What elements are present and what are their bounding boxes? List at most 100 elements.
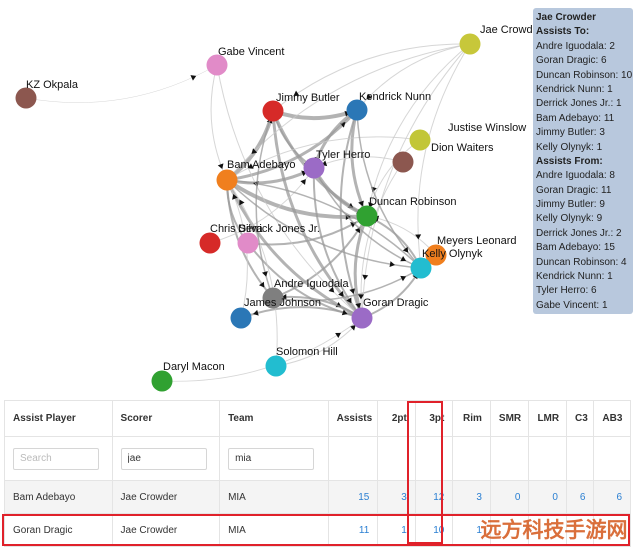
- cell-assist-player: Bam Adebayo: [4, 480, 113, 514]
- player-node-jae[interactable]: [459, 33, 481, 55]
- tooltip-item: Duncan Robinson: 10: [536, 69, 633, 81]
- tooltip-heading: Assists To:: [536, 26, 590, 38]
- edge-arrowhead: [400, 275, 407, 282]
- tooltip-item: Kendrick Nunn: 1: [536, 271, 613, 283]
- player-node-duncan[interactable]: [356, 205, 378, 227]
- col-header-assists[interactable]: Assists: [327, 400, 379, 437]
- cell-smr[interactable]: 0: [489, 480, 530, 514]
- edge-arrowhead: [335, 332, 341, 339]
- col-header-3pt[interactable]: 3pt: [414, 400, 454, 437]
- cell-lmr[interactable]: 0: [528, 480, 567, 514]
- filter-cell-empty: [414, 436, 454, 481]
- player-node-label: Daryl Macon: [163, 361, 225, 373]
- player-node-kendrick[interactable]: [346, 99, 368, 121]
- player-node-kelly[interactable]: [410, 257, 432, 279]
- player-node-goran[interactable]: [351, 307, 373, 329]
- tooltip-item: Goran Dragic: 6: [536, 55, 607, 67]
- player-node-solomon[interactable]: [265, 355, 287, 377]
- player-node-meyers[interactable]: [425, 244, 447, 266]
- player-node-jimmy[interactable]: [262, 100, 284, 122]
- cell-rim[interactable]: 3: [452, 480, 491, 514]
- player-node-gabe[interactable]: [206, 54, 228, 76]
- tooltip-item: Gabe Vincent: 1: [536, 299, 608, 311]
- tooltip-item: Kelly Olynyk: 1: [536, 141, 603, 153]
- tooltip-item: Jimmy Butler: 3: [536, 127, 605, 139]
- col-header-2pt[interactable]: 2pt: [377, 400, 416, 437]
- cell-assists[interactable]: 11: [327, 513, 379, 547]
- tooltip-item: Kelly Olynyk: 9: [536, 213, 603, 225]
- edge-arrowhead: [400, 256, 407, 262]
- col-header-ab3[interactable]: AB3: [593, 400, 631, 437]
- edge-arrowhead: [349, 324, 356, 331]
- cell-scorer: Jae Crowder: [111, 480, 221, 514]
- cell-3pt[interactable]: 12: [414, 480, 454, 514]
- col-header-rim[interactable]: Rim: [452, 400, 491, 437]
- edge-arrowhead: [261, 271, 268, 277]
- cell-ab3[interactable]: 6: [593, 480, 631, 514]
- player-node-bam[interactable]: [216, 169, 238, 191]
- col-header-smr[interactable]: SMR: [489, 400, 530, 437]
- cell-scorer: Jae Crowder: [111, 513, 221, 547]
- edge-arrowhead: [355, 302, 362, 309]
- cell-assists[interactable]: 15: [327, 480, 379, 514]
- filter-cell-empty: [528, 436, 567, 481]
- player-node-derrick[interactable]: [237, 232, 259, 254]
- edge-arrowhead: [328, 286, 335, 293]
- player-node-andre[interactable]: [262, 287, 284, 309]
- filter-cell-empty: [452, 436, 491, 481]
- filter-cell: [4, 436, 113, 481]
- col-header-scorer[interactable]: Scorer: [111, 400, 221, 437]
- filter-row: [4, 436, 631, 481]
- cell-c3[interactable]: 6: [565, 480, 595, 514]
- player-node-kz[interactable]: [15, 87, 37, 109]
- assist-edge: [275, 317, 363, 367]
- tooltip-heading: Assists From:: [536, 155, 603, 167]
- assist-player-search-input[interactable]: [13, 447, 99, 470]
- col-header-team[interactable]: Team: [219, 400, 329, 437]
- tooltip-item: Kendrick Nunn: 1: [536, 83, 613, 95]
- player-node-label: Derrick Jones Jr.: [238, 223, 320, 235]
- filter-cell-empty: [565, 436, 595, 481]
- player-node-label: Justise Winslow: [448, 122, 526, 134]
- cell-team: MIA: [219, 480, 329, 514]
- cell-ab3[interactable]: [593, 513, 631, 547]
- col-header-c3[interactable]: C3: [565, 400, 595, 437]
- tooltip-item: Derrick Jones Jr.: 1: [536, 98, 622, 110]
- assist-edge: [360, 161, 404, 319]
- player-node-james[interactable]: [230, 307, 252, 329]
- player-node-daryl[interactable]: [151, 370, 173, 392]
- tooltip-item: Jimmy Butler: 9: [536, 199, 605, 211]
- tooltip-item: Andre Iguodala: 2: [536, 40, 615, 52]
- player-node-label: Bam Adebayo: [227, 159, 296, 171]
- watermark-logo: 远方科技手游网: [480, 519, 628, 542]
- filter-cell: [111, 436, 221, 481]
- edge-arrowhead: [358, 200, 364, 207]
- edge-arrowhead: [281, 293, 287, 300]
- cell-2pt[interactable]: 3: [377, 480, 416, 514]
- filter-cell-empty: [327, 436, 379, 481]
- cell-rim[interactable]: 1: [452, 513, 491, 547]
- player-node-label: Dion Waiters: [431, 142, 494, 154]
- cell-3pt[interactable]: 10: [414, 513, 454, 547]
- edge-arrowhead: [251, 148, 258, 154]
- tooltip-item: Bam Adebayo: 11: [536, 112, 615, 124]
- cell-assist-player: Goran Dragic: [4, 513, 113, 547]
- assist-edge: [226, 179, 278, 367]
- tooltip-item: Tyler Herro: 6: [536, 285, 597, 297]
- scorer-search-input[interactable]: [120, 447, 207, 470]
- player-node-justise[interactable]: [409, 129, 431, 151]
- col-header-lmr[interactable]: LMR: [528, 400, 567, 437]
- cell-smr[interactable]: [489, 513, 530, 547]
- cell-2pt[interactable]: 1: [377, 513, 416, 547]
- assist-table-container: Assist Player Scorer Team Assists 2pt 3p…: [4, 400, 631, 549]
- edge-arrowhead: [190, 75, 197, 81]
- player-node-tyler[interactable]: [303, 157, 325, 179]
- player-node-dion[interactable]: [392, 151, 414, 173]
- table-row[interactable]: Bam Adebayo Jae Crowder MIA 15 3 12 3 0 …: [4, 480, 631, 514]
- col-header-assist-player[interactable]: Assist Player: [4, 400, 113, 437]
- player-node-chris[interactable]: [199, 232, 221, 254]
- edge-arrowhead: [293, 90, 300, 96]
- edge-arrowhead: [217, 163, 224, 170]
- team-search-input[interactable]: [228, 447, 315, 470]
